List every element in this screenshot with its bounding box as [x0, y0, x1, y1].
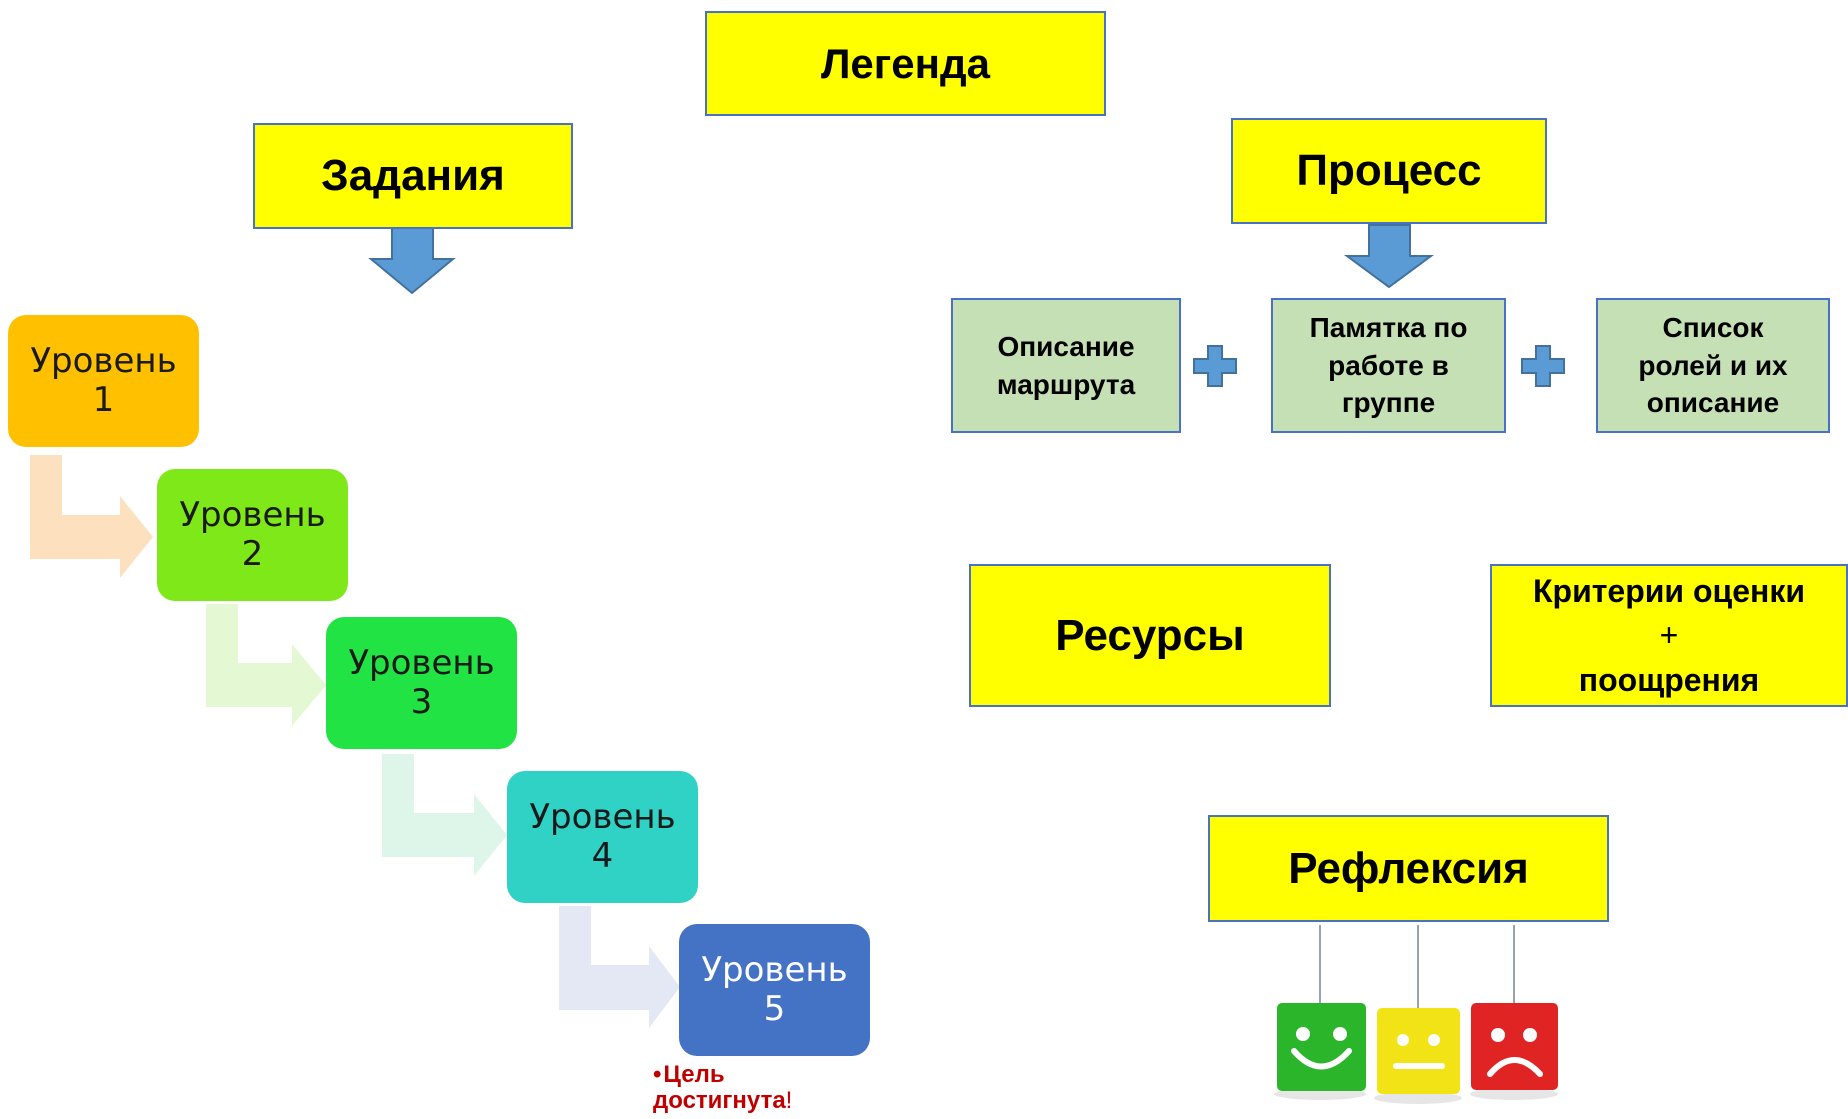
resources-title: Ресурсы [1055, 610, 1245, 660]
down-arrow-process [1343, 224, 1435, 289]
process-item-group-memo: Памятка по работе в группе [1271, 298, 1506, 433]
criteria-line2: поощрения [1578, 661, 1760, 698]
sad-face-icon [1471, 1003, 1558, 1090]
tasks-title: Задания [321, 151, 505, 200]
goal-reached-note: •Цель достигнута! [653, 1061, 793, 1115]
tasks-title-box: Задания [253, 123, 573, 229]
goal-mark: ! [785, 1087, 793, 1115]
level-3-box: Уровень 3 [326, 617, 517, 749]
legend-title: Легенда [820, 39, 991, 87]
process-item-route-description: Описание маршрута [951, 298, 1181, 433]
legend-title-box: Легенда [705, 11, 1106, 116]
process-item-label: Памятка по работе в группе [1309, 311, 1468, 419]
criteria-line1: Критерии оценки [1532, 573, 1806, 610]
level-1-box: Уровень 1 [8, 315, 199, 447]
process-title: Процесс [1296, 146, 1482, 195]
plus-icon [1193, 345, 1237, 387]
process-title-box: Процесс [1231, 118, 1547, 224]
elbow-arrow-3-4 [382, 754, 507, 876]
elbow-arrow-4-5 [559, 906, 680, 1028]
elbow-arrow-1-2 [30, 455, 153, 578]
neutral-face-icon [1377, 1008, 1460, 1094]
reflection-faces [1274, 925, 1558, 1104]
criteria-plus: + [1659, 617, 1679, 654]
happy-face-icon [1277, 1003, 1366, 1091]
level-2-box: Уровень 2 [157, 469, 348, 601]
reflection-title-box: Рефлексия [1208, 815, 1609, 922]
level-5-box: Уровень 5 [679, 924, 870, 1056]
resources-box: Ресурсы [969, 564, 1331, 707]
level-4-box: Уровень 4 [507, 771, 698, 903]
elbow-arrow-2-3 [206, 604, 326, 726]
reflection-title: Рефлексия [1288, 843, 1529, 893]
goal-text: Цель достигнута [653, 1061, 786, 1115]
down-arrow-tasks [368, 227, 456, 295]
process-item-label: Описание маршрута [996, 330, 1136, 400]
process-item-roles-list: Список ролей и их описание [1596, 298, 1830, 433]
criteria-box: Критерии оценки + поощрения [1490, 564, 1848, 707]
process-item-label: Список ролей и их описание [1638, 311, 1788, 419]
plus-icon [1521, 345, 1565, 387]
